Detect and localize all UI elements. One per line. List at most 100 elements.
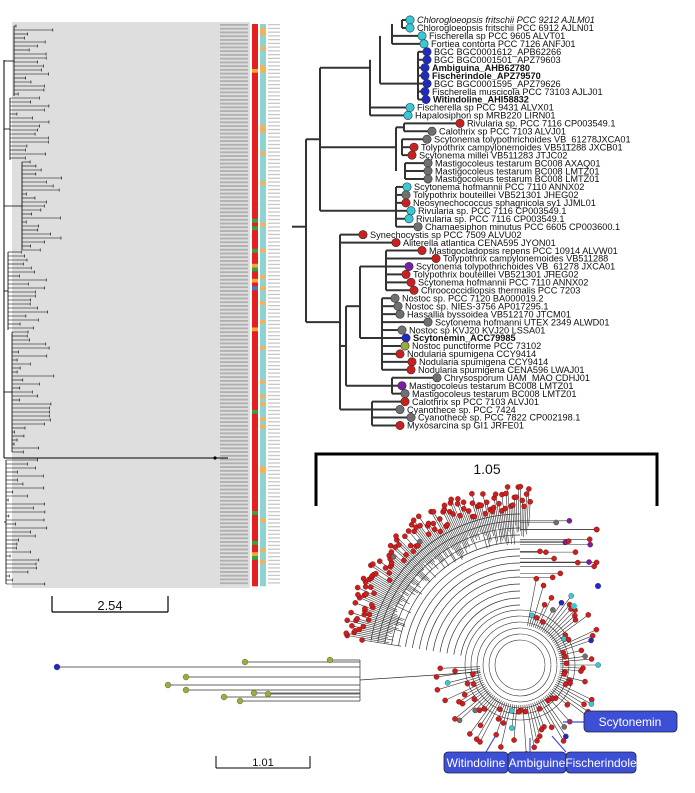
panel-a-annotation (268, 424, 280, 427)
panel-a-leaf-label (220, 492, 248, 495)
panel-a-leaf-label (220, 185, 248, 187)
panel-c-branch (476, 699, 501, 740)
panel-a-heat-cell (260, 196, 266, 201)
panel-a-heat-cell (252, 387, 258, 392)
panel-c-branch (548, 609, 576, 637)
panel-a-leaf-label (220, 46, 248, 49)
panel-c-tip-marker (405, 528, 412, 534)
panel-a-leaf-label (220, 80, 248, 83)
panel-c-branch (495, 702, 508, 735)
panel-a-heat-cell (252, 226, 258, 231)
panel-c-tip-marker (483, 499, 490, 506)
panel-a-annotation (268, 342, 280, 344)
panel-c-tip-marker (410, 517, 417, 524)
panel-b-tip-marker (409, 142, 419, 152)
panel-a-annotation (268, 331, 280, 333)
panel-a-heat-cell (252, 574, 258, 579)
panel-c-tip-marker (543, 549, 549, 555)
panel-a-heat-cell (260, 364, 266, 369)
panel-a-leaf-label (220, 571, 248, 573)
panel-a-heat-cell (252, 72, 258, 77)
panel-c-tip-marker (593, 559, 600, 566)
panel-c-tip-marker (533, 614, 540, 621)
panel-a-heat-cell (252, 106, 258, 111)
panel-c-tip-marker (460, 499, 467, 505)
panel-c-arc (488, 633, 552, 697)
panel-c-branch (545, 604, 570, 635)
panel-a-heat-cell (252, 424, 258, 429)
panel-c-branch (404, 536, 430, 564)
panel-c-branch (370, 586, 400, 603)
panel-a-annotation (268, 334, 280, 337)
panel-c-arc (446, 590, 521, 654)
panel-c-tip-marker (503, 490, 509, 497)
panel-c-tip-marker (355, 591, 361, 598)
panel-a-leaf-label (220, 260, 248, 262)
panel-a-heat-cell (260, 76, 266, 81)
panel-c-tip-marker (572, 549, 579, 555)
panel-c-branch (375, 573, 410, 595)
panel-c-tip-marker (456, 698, 462, 705)
panel-b-tip-label: Tolypothrix campylonemoides VB511288 (443, 254, 608, 264)
panel-c-branch (403, 560, 427, 582)
panel-a-annotation (268, 398, 280, 400)
panel-c-branch (531, 585, 544, 627)
panel-b-tip-label: Mastigocoleus testarum BC008 AXAQ01 (435, 158, 600, 168)
panel-a-annotation (268, 447, 280, 449)
panel-a-leaf-label (220, 301, 248, 304)
panel-a-leaf-label (220, 327, 248, 330)
panel-c-outgroup-tip (182, 673, 190, 681)
panel-c-tip-marker (565, 538, 572, 544)
panel-b-tip-label: BGC BGC0001595_APZ79626 (434, 79, 561, 89)
panel-a-leaf-label (220, 222, 248, 225)
panel-c-branch (478, 504, 491, 548)
panel-a-heat-cell (260, 245, 266, 250)
panel-c-arc (470, 615, 570, 715)
panel-a-heat-cell (252, 469, 258, 474)
panel-a-annotation (268, 61, 280, 63)
panel-c-tip-marker (534, 738, 540, 744)
panel-a-leaf-label (220, 155, 248, 158)
panel-c-tip-marker (562, 653, 568, 660)
panel-a-heat-cell (260, 57, 266, 62)
panel-a-leaf-label (220, 121, 248, 124)
panel-a-leaf-label (220, 83, 248, 86)
panel-b-tip-marker (422, 55, 432, 65)
panel-a-annotation (268, 113, 280, 116)
panel-c-tip-marker (509, 725, 515, 731)
panel-b-tip-label: Scytonema tolypothrichoides VB_61278JXCA… (434, 134, 631, 144)
panel-a-leaf-label (220, 226, 248, 229)
panel-a-heat-cell (260, 38, 266, 44)
panel-a-leaf-label (220, 91, 248, 94)
panel-a-heat-cell (252, 155, 258, 160)
panel-a-annotation (268, 511, 280, 513)
panel-b-tip-marker (455, 118, 465, 128)
panel-c-branch (440, 531, 450, 547)
panel-a-heat-cell (252, 215, 258, 220)
panel-a-heat-cell (260, 428, 266, 433)
panel-a-annotation (268, 484, 280, 487)
panel-b-tip-label: Fischerella sp PCC 9605 ALVT01 (429, 31, 565, 41)
panel-a-leaf-label (220, 275, 248, 277)
panel-c-tip-marker (529, 612, 535, 619)
panel-a-heat-cell (252, 544, 258, 549)
panel-c-tip-marker (348, 609, 354, 616)
panel-a-heat-cell (260, 496, 266, 501)
panel-a-heat-cell (260, 275, 266, 280)
panel-c-tip-marker (502, 505, 509, 512)
panel-a-heat-cell (252, 188, 258, 193)
panel-c-branch (458, 685, 486, 702)
panel-c-tip-marker (360, 575, 367, 582)
panel-a-heat-cell (252, 526, 258, 531)
panel-a-heat-cell (260, 342, 266, 347)
panel-a-leaf-label (220, 361, 248, 364)
panel-c-branch (454, 690, 490, 720)
panel-c-branch (428, 523, 447, 551)
panel-c-tip-marker (368, 602, 375, 608)
panel-c-branch (554, 683, 592, 705)
panel-a-heat-cell (252, 481, 258, 486)
panel-c-arc (418, 562, 521, 650)
panel-c-tip-marker (567, 680, 573, 687)
panel-c-branch (459, 691, 491, 721)
panel-a-leaf-label (220, 383, 248, 386)
